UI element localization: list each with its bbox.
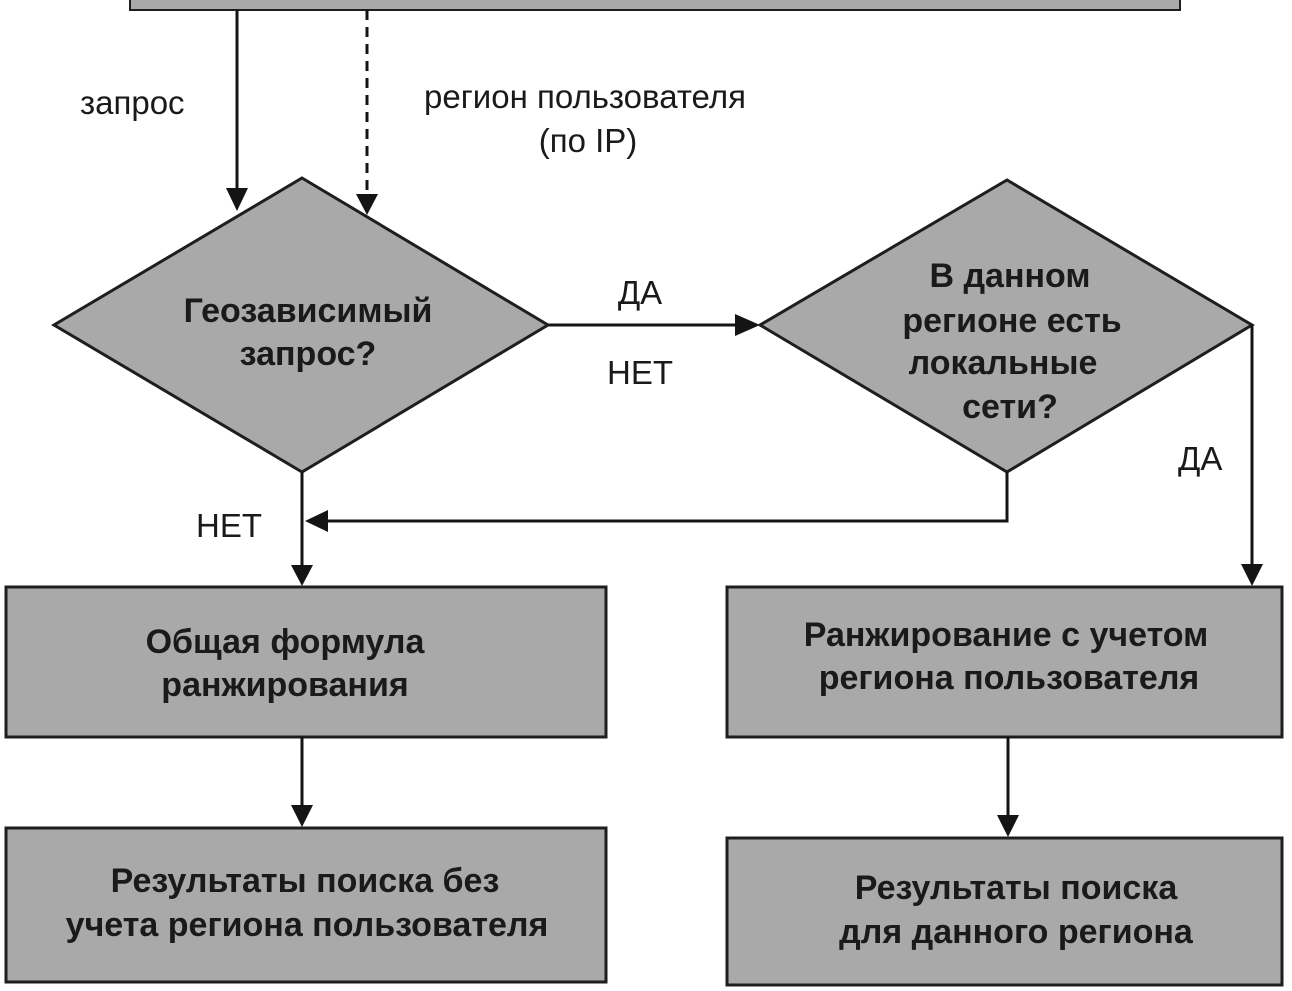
general-to-results-arrowhead — [291, 805, 313, 827]
region-arrowhead — [356, 194, 378, 215]
decision-geo-query-line2: запрос? — [240, 335, 377, 373]
process-general-formula-line1: Общая формула — [146, 623, 426, 661]
local-no-arrowhead — [305, 510, 328, 532]
local-yes-arrowhead — [1241, 564, 1263, 586]
query-arrowhead — [226, 188, 248, 211]
local-no-label: НЕТ — [607, 354, 673, 391]
output-results-for-region-line2: для данного региона — [839, 913, 1194, 951]
region-label-line2: (по IP) — [539, 122, 638, 159]
process-regional-ranking — [725, 585, 1284, 739]
geo-no-arrowhead — [291, 565, 313, 586]
region-label-line1: регион пользователя — [424, 78, 746, 115]
process-regional-ranking-line1: Ранжирование с учетом — [804, 616, 1209, 654]
process-general-formula-line2: ранжирования — [161, 666, 408, 704]
process-general-formula — [4, 585, 608, 739]
output-results-without-region-line2: учета региона пользователя — [66, 906, 549, 944]
query-label: запрос — [80, 84, 185, 121]
output-results-for-region-line1: Результаты поиска — [855, 869, 1179, 907]
process-regional-ranking-line2: региона пользователя — [819, 659, 1200, 697]
local-no-path — [325, 472, 1009, 523]
top-source-bar — [129, 0, 1181, 11]
decision-local-networks-line4: сети? — [962, 388, 1058, 426]
geo-yes-arrowhead — [735, 314, 760, 336]
output-results-without-region — [4, 826, 608, 984]
output-results-without-region-line1: Результаты поиска без — [111, 862, 500, 900]
decision-local-networks-line2: регионе есть — [902, 302, 1121, 340]
decision-geo-query-line1: Геозависимый — [184, 292, 433, 330]
output-results-for-region — [725, 836, 1284, 987]
decision-local-networks-line3: локальные — [909, 344, 1098, 382]
local-yes-label: ДА — [1178, 440, 1222, 477]
geo-no-label: НЕТ — [196, 507, 262, 544]
decision-local-networks-line1: В данном — [929, 257, 1090, 295]
geo-yes-label: ДА — [618, 274, 662, 311]
regional-to-results-arrowhead — [997, 815, 1019, 837]
